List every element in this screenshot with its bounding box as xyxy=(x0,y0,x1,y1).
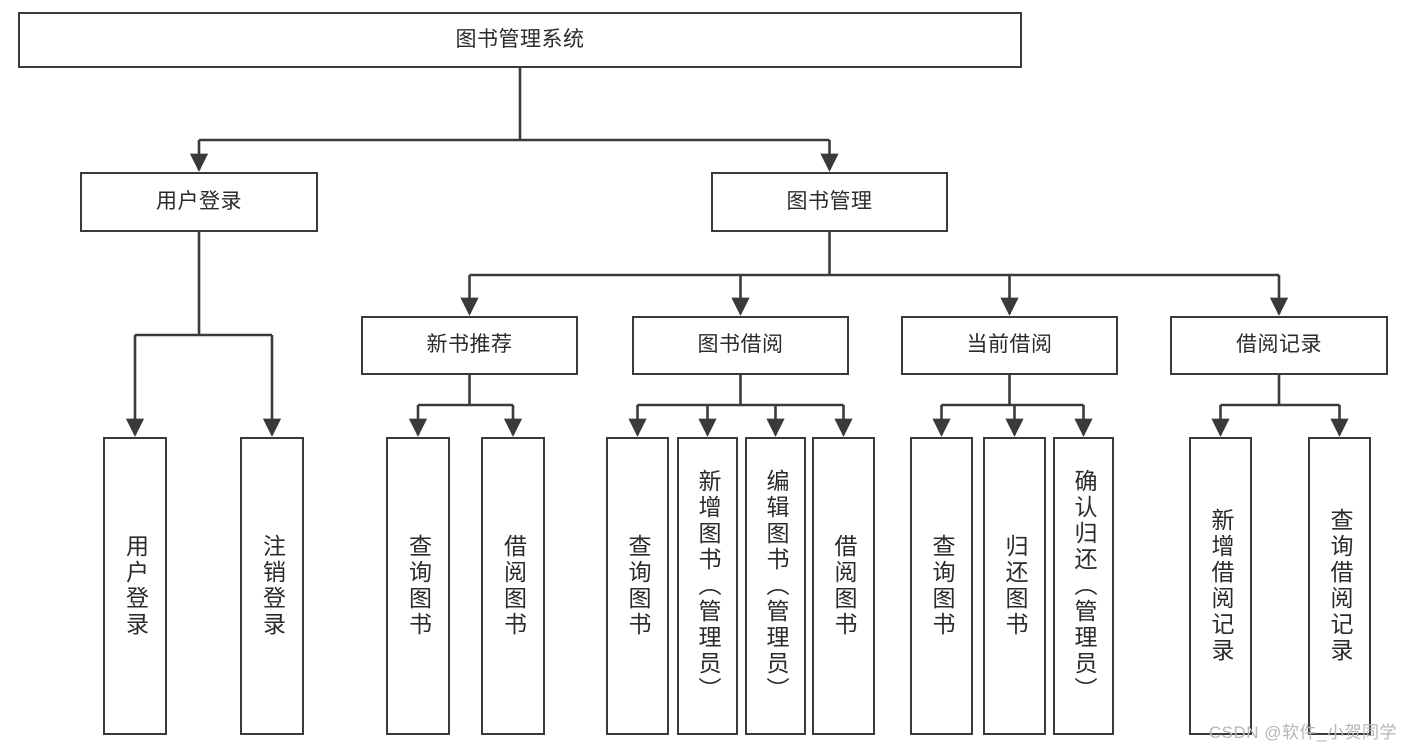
node-leaf-query-book-3[interactable]: 查询图书 xyxy=(910,437,973,735)
node-label: 查询借阅记录 xyxy=(1327,508,1353,664)
node-book-manage[interactable]: 图书管理 xyxy=(711,172,948,232)
node-label: 查询图书 xyxy=(929,534,955,638)
node-label: 编辑图书（管理员） xyxy=(763,469,789,703)
node-leaf-edit-book[interactable]: 编辑图书（管理员） xyxy=(745,437,806,735)
node-book-borrow[interactable]: 图书借阅 xyxy=(632,316,849,375)
watermark-text: CSDN @软件_小贺同学 xyxy=(1208,723,1397,742)
node-root[interactable]: 图书管理系统 xyxy=(18,12,1022,68)
node-leaf-user-login[interactable]: 用户登录 xyxy=(103,437,167,735)
node-leaf-query-book-1[interactable]: 查询图书 xyxy=(386,437,450,735)
node-leaf-borrow-book-2[interactable]: 借阅图书 xyxy=(812,437,875,735)
node-label: 借阅记录 xyxy=(1236,333,1322,357)
node-label: 确认归还（管理员） xyxy=(1071,469,1097,703)
node-label: 注销登录 xyxy=(259,534,286,638)
node-leaf-add-book[interactable]: 新增图书（管理员） xyxy=(677,437,738,735)
node-label: 新增图书（管理员） xyxy=(695,469,721,703)
node-label: 新书推荐 xyxy=(426,333,513,357)
node-label: 借阅图书 xyxy=(831,534,857,638)
node-new-book-rec[interactable]: 新书推荐 xyxy=(361,316,578,375)
node-leaf-return-book[interactable]: 归还图书 xyxy=(983,437,1046,735)
node-leaf-user-logout[interactable]: 注销登录 xyxy=(240,437,304,735)
node-leaf-borrow-book-1[interactable]: 借阅图书 xyxy=(481,437,545,735)
node-label: 图书管理系统 xyxy=(455,27,585,51)
node-label: 当前借阅 xyxy=(966,333,1053,357)
node-leaf-query-book-2[interactable]: 查询图书 xyxy=(606,437,669,735)
node-label: 借阅图书 xyxy=(500,534,527,638)
node-label: 新增借阅记录 xyxy=(1208,508,1234,664)
node-leaf-add-record[interactable]: 新增借阅记录 xyxy=(1189,437,1252,735)
node-label: 图书借阅 xyxy=(697,333,784,357)
node-user-login[interactable]: 用户登录 xyxy=(80,172,318,232)
node-current-borrow[interactable]: 当前借阅 xyxy=(901,316,1118,375)
node-label: 查询图书 xyxy=(625,534,651,638)
node-leaf-confirm-ret[interactable]: 确认归还（管理员） xyxy=(1053,437,1114,735)
node-label: 图书管理 xyxy=(786,189,873,213)
node-label: 归还图书 xyxy=(1002,534,1028,638)
node-leaf-query-record[interactable]: 查询借阅记录 xyxy=(1308,437,1371,735)
node-borrow-record[interactable]: 借阅记录 xyxy=(1170,316,1388,375)
node-label: 用户登录 xyxy=(156,189,242,213)
node-label: 用户登录 xyxy=(122,534,149,638)
node-label: 查询图书 xyxy=(405,534,432,638)
